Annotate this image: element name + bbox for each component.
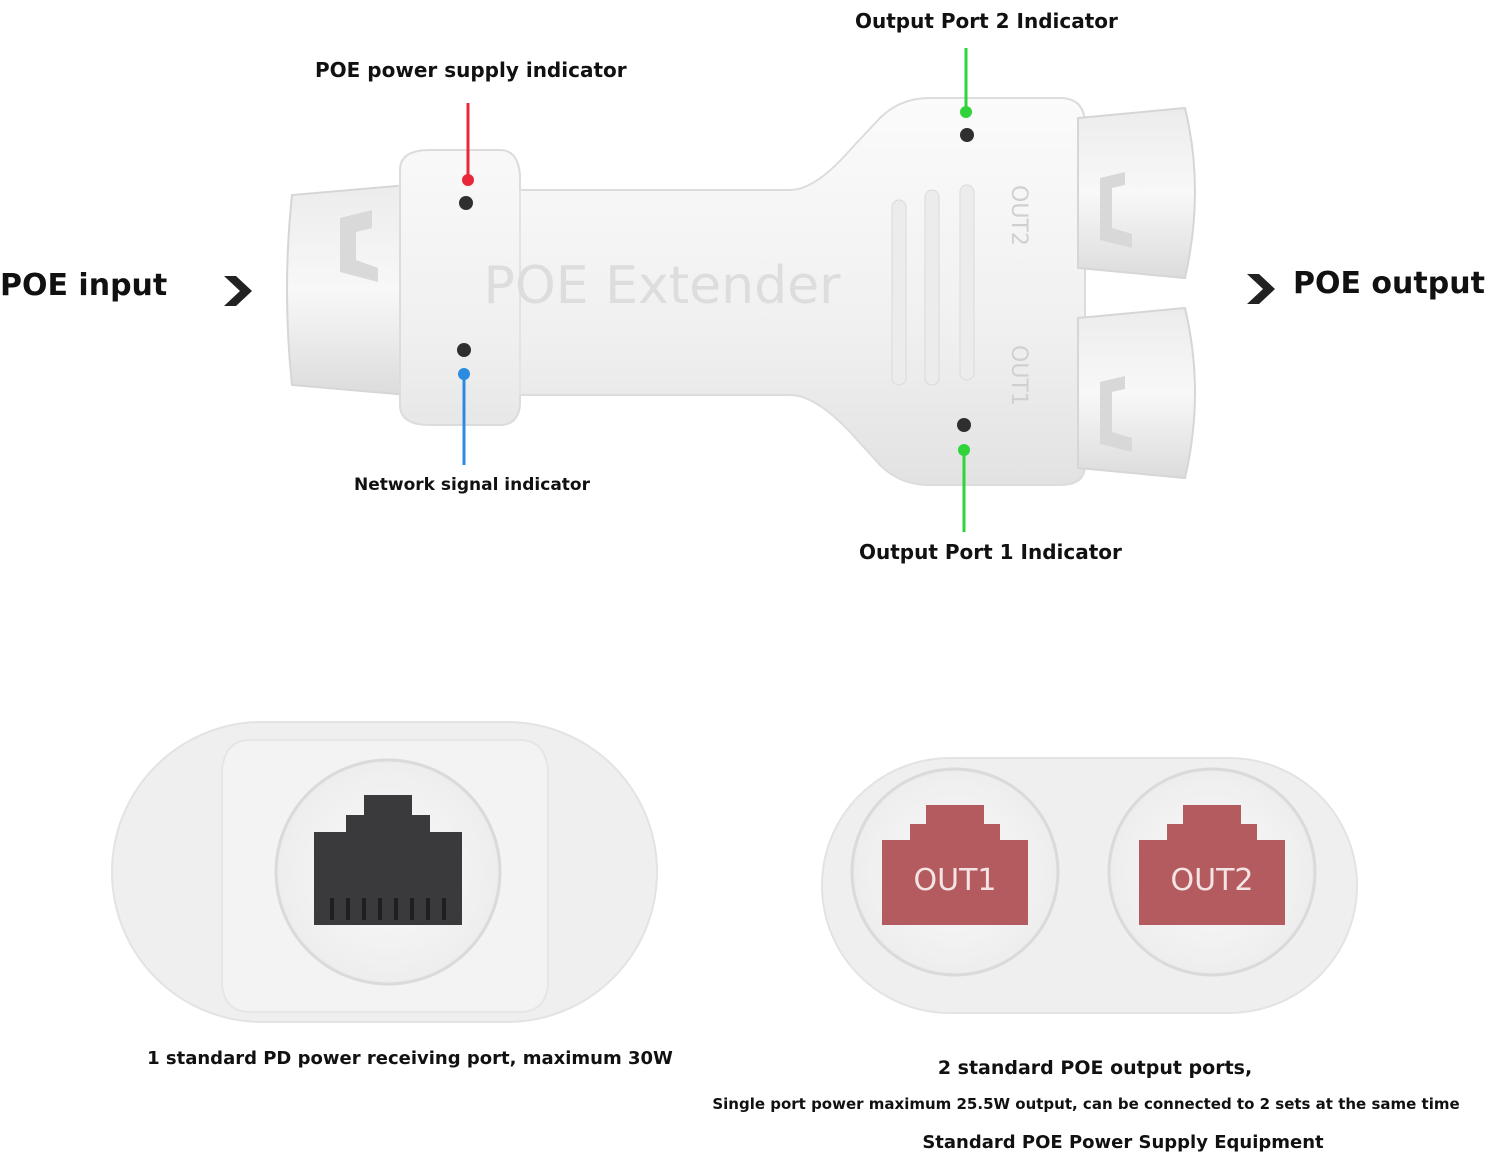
- out2-jack: [1139, 805, 1285, 925]
- out1-jack: [882, 805, 1028, 925]
- poe-power-indicator-label: POE power supply indicator: [315, 58, 627, 82]
- input-port-end-view: [111, 721, 658, 1023]
- network-signal-led: [457, 343, 471, 357]
- output-port-1-led: [957, 418, 971, 432]
- network-signal-indicator-label: Network signal indicator: [354, 475, 590, 495]
- body-brand-text: POE Extender: [483, 256, 841, 316]
- input-port-caption: 1 standard PD power receiving port, maxi…: [147, 1048, 673, 1069]
- callout-poe-power: [462, 103, 474, 186]
- output-plug-2: [1077, 106, 1196, 280]
- output-port-1-indicator-label: Output Port 1 Indicator: [859, 540, 1122, 564]
- extender-body: [399, 97, 1086, 486]
- output-port-2-led: [960, 128, 974, 142]
- rj45-input-jack: [314, 795, 462, 925]
- input-plug: [286, 183, 409, 397]
- embossed-out1-text: OUT1: [1006, 345, 1031, 406]
- output-ports-end-view: OUT1 OUT2: [821, 757, 1358, 1014]
- output-ports-caption-line3: Standard POE Power Supply Equipment: [922, 1132, 1324, 1153]
- callout-output-port-2: [960, 48, 972, 118]
- poe-output-label: POE output: [1293, 266, 1485, 301]
- out1-jack-label: OUT1: [914, 863, 997, 898]
- poe-input-label: POE input: [0, 268, 168, 303]
- callout-network-signal: [458, 368, 470, 465]
- input-chevron-icon: [224, 276, 252, 306]
- output-port-2-indicator-label: Output Port 2 Indicator: [855, 9, 1118, 33]
- output-ports-caption-line1: 2 standard POE output ports,: [937, 1057, 1253, 1079]
- poe-power-led: [459, 196, 473, 210]
- out2-jack-label: OUT2: [1171, 863, 1254, 898]
- embossed-out2-text: OUT2: [1006, 185, 1031, 246]
- output-plug-1: [1077, 306, 1196, 480]
- output-ports-caption-line2: Single port power maximum 25.5W output, …: [712, 1095, 1460, 1113]
- output-chevron-icon: [1247, 274, 1275, 304]
- callout-output-port-1: [958, 444, 970, 532]
